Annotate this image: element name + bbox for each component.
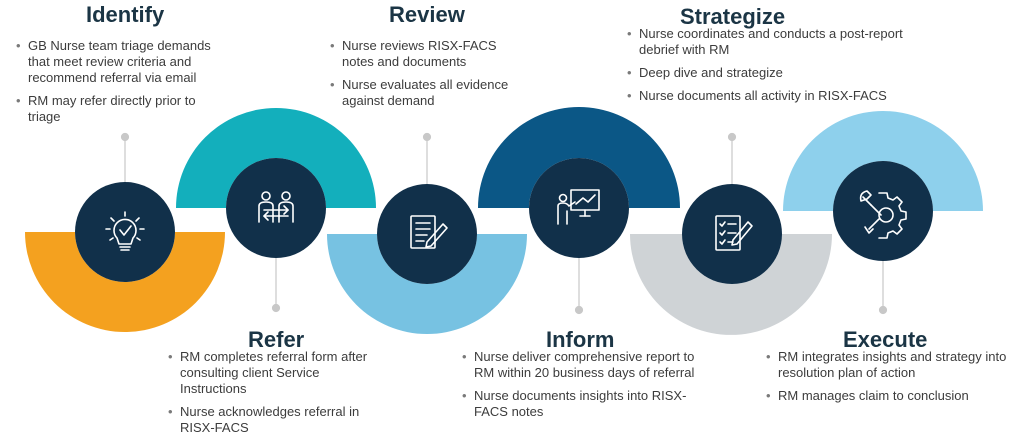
presenter-chart-icon	[557, 189, 600, 225]
refer-connector-dot	[271, 303, 281, 313]
bullet-item: RM manages claim to conclusion	[764, 388, 1014, 404]
strategize-arc	[630, 234, 832, 335]
review-connector-dot	[422, 132, 432, 142]
inform-arc	[478, 107, 680, 208]
bullet-item: Nurse deliver comprehensive report to RM…	[460, 349, 710, 381]
execute-title: Execute	[843, 327, 928, 352]
refer-title: Refer	[248, 327, 305, 352]
bullet-item: Nurse reviews RISX-FACS notes and docume…	[328, 38, 528, 70]
lightbulb-icon	[105, 211, 145, 251]
review-bullets: Nurse reviews RISX-FACS notes and docume…	[328, 38, 528, 116]
bullet-item: GB Nurse team triage demands that meet r…	[14, 38, 229, 86]
bullet-item: Nurse documents all activity in RISX-FAC…	[625, 88, 910, 104]
bullet-item: RM integrates insights and strategy into…	[764, 349, 1014, 381]
execute-circle	[833, 161, 933, 261]
refer-bullets: RM completes referral form after consult…	[166, 349, 381, 443]
strategize-circle	[682, 184, 782, 284]
inform-connector-dot	[574, 305, 584, 315]
strategize-bullets: Nurse coordinates and conducts a post-re…	[625, 26, 910, 111]
bullet-item: Nurse evaluates all evidence against dem…	[328, 77, 528, 109]
people-exchange-icon	[258, 191, 294, 223]
bullet-item: RM may refer directly prior to triage	[14, 93, 229, 125]
document-pen-icon	[410, 215, 448, 249]
inform-bullets: Nurse deliver comprehensive report to RM…	[460, 349, 710, 427]
identify-connector-dot	[120, 132, 130, 142]
review-title: Review	[389, 2, 465, 27]
strategize-connector-dot	[727, 132, 737, 142]
execute-connector-dot	[878, 305, 888, 315]
bullet-item: Deep dive and strategize	[625, 65, 910, 81]
identify-circle	[75, 182, 175, 282]
gear-wrench-icon	[859, 190, 907, 239]
bullet-item: Nurse acknowledges referral in RISX-FACS	[166, 404, 381, 436]
review-circle	[377, 184, 477, 284]
inform-circle	[529, 158, 629, 258]
inform-title: Inform	[546, 327, 615, 352]
bullet-item: RM completes referral form after consult…	[166, 349, 381, 397]
refer-circle	[226, 158, 326, 258]
strategize-title: Strategize	[680, 4, 786, 29]
identify-title: Identify	[86, 2, 165, 27]
bullet-item: Nurse documents insights into RISX-FACS …	[460, 388, 710, 420]
checklist-pen-icon	[715, 215, 753, 251]
identify-bullets: GB Nurse team triage demands that meet r…	[14, 38, 229, 132]
execute-bullets: RM integrates insights and strategy into…	[764, 349, 1014, 411]
bullet-item: Nurse coordinates and conducts a post-re…	[625, 26, 910, 58]
